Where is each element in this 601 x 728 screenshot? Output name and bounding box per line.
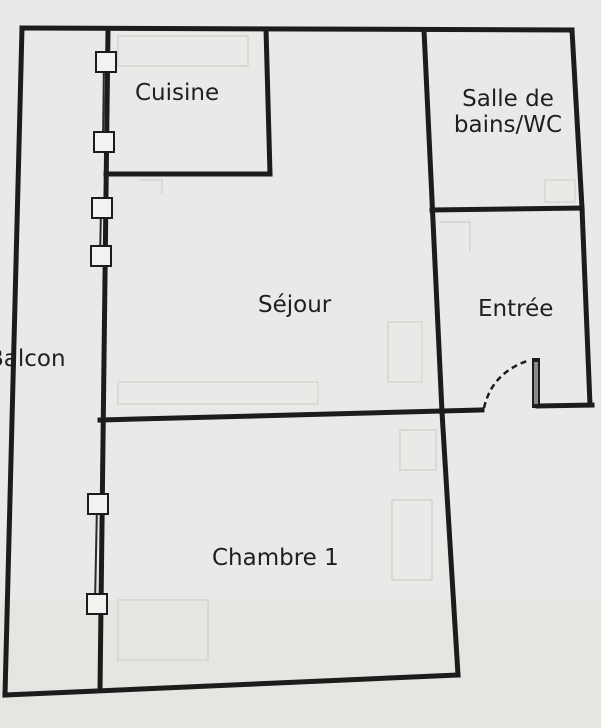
room-label-balcon: Balcon	[0, 346, 66, 372]
paper-shade	[0, 600, 601, 728]
window-frame-1	[95, 51, 117, 73]
room-label-salle-de-bains-line1: Salle de	[462, 86, 554, 112]
wall-bedroom-right	[439, 409, 461, 678]
wall-sejour-chambre	[97, 407, 485, 423]
wall-balcony-left	[2, 25, 25, 698]
window-frames	[86, 51, 117, 615]
wall-entree-bottom	[535, 402, 595, 409]
window-frame-5	[87, 493, 109, 515]
room-label-sejour: Séjour	[258, 292, 332, 318]
room-label-salle-de-bains: Salle de bains/WC	[442, 86, 574, 139]
window-chambre	[94, 503, 98, 605]
window-frame-3	[91, 197, 113, 219]
wall-top	[19, 25, 575, 33]
entrance-door	[482, 358, 540, 409]
window-kitchen	[102, 59, 105, 143]
window-frame-6	[86, 593, 108, 615]
faint-furniture-marks	[117, 35, 576, 661]
wall-sejour-right	[421, 27, 445, 415]
door-swing-arc	[482, 358, 531, 409]
wall-right-entree	[579, 205, 593, 408]
window-frame-2	[93, 131, 115, 153]
room-label-cuisine: Cuisine	[135, 80, 220, 106]
door-leaf-inner	[534, 362, 538, 404]
room-label-entree: Entrée	[478, 296, 554, 322]
room-label-salle-de-bains-line2: bains/WC	[453, 112, 563, 139]
room-label-chambre: Chambre 1	[212, 545, 339, 571]
wall-right-upper	[569, 27, 585, 211]
wall-bathroom-bottom	[429, 205, 585, 213]
wall-kitchen-right	[263, 26, 273, 177]
wall-bottom	[2, 672, 461, 698]
window-frame-4	[90, 245, 112, 267]
